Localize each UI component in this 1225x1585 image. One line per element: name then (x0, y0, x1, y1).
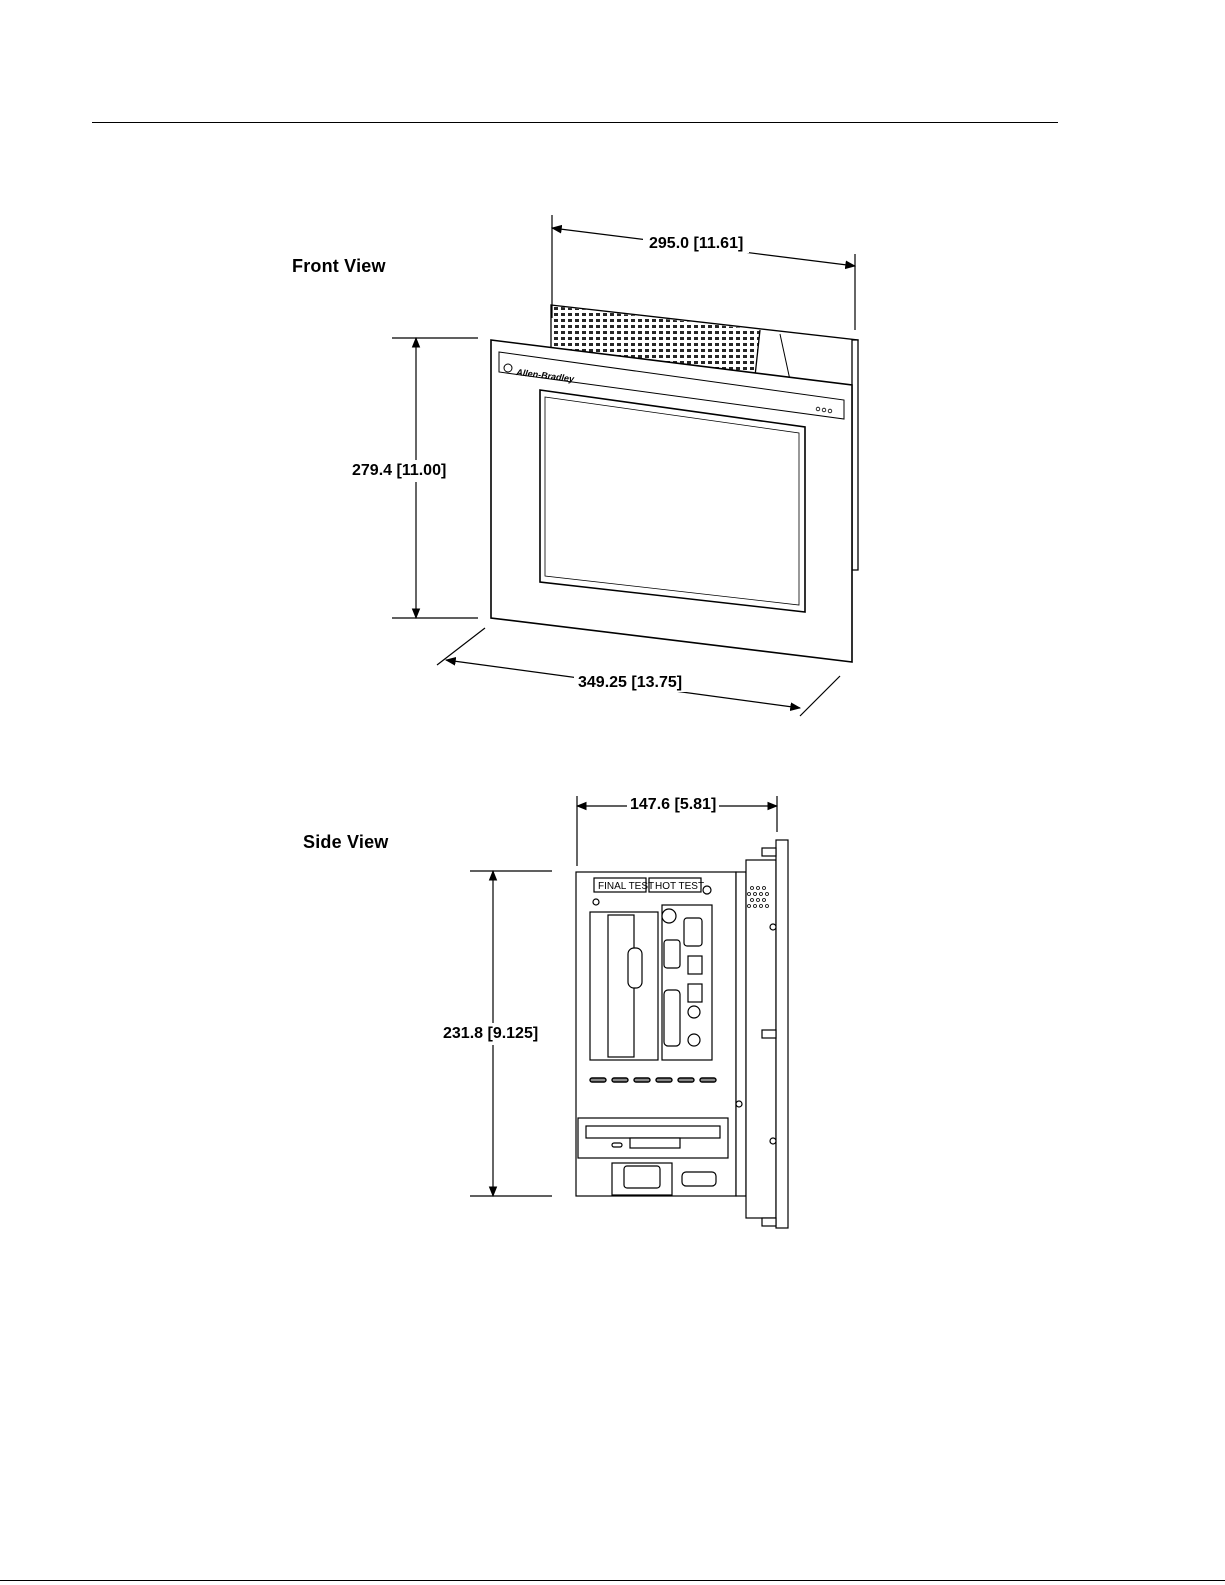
footer-rule (0, 1580, 1225, 1581)
front-view-drawing (491, 305, 858, 662)
dim-top-depth: 295.0 [11.61] (643, 235, 749, 253)
dim-front-height: 279.4 [11.00] (350, 460, 448, 482)
dim-side-height: 231.8 [9.125] (441, 1023, 540, 1045)
slot-label-hot-test: HOT TEST (655, 881, 704, 892)
dim-side-depth: 147.6 [5.81] (627, 796, 719, 814)
dim-front-width: 349.25 [13.75] (574, 674, 686, 692)
side-view-drawing (576, 840, 788, 1228)
allen-bradley-logo-icon (504, 364, 512, 372)
slot-label-final-test: FINAL TEST (598, 881, 654, 892)
display-screen (540, 390, 805, 612)
